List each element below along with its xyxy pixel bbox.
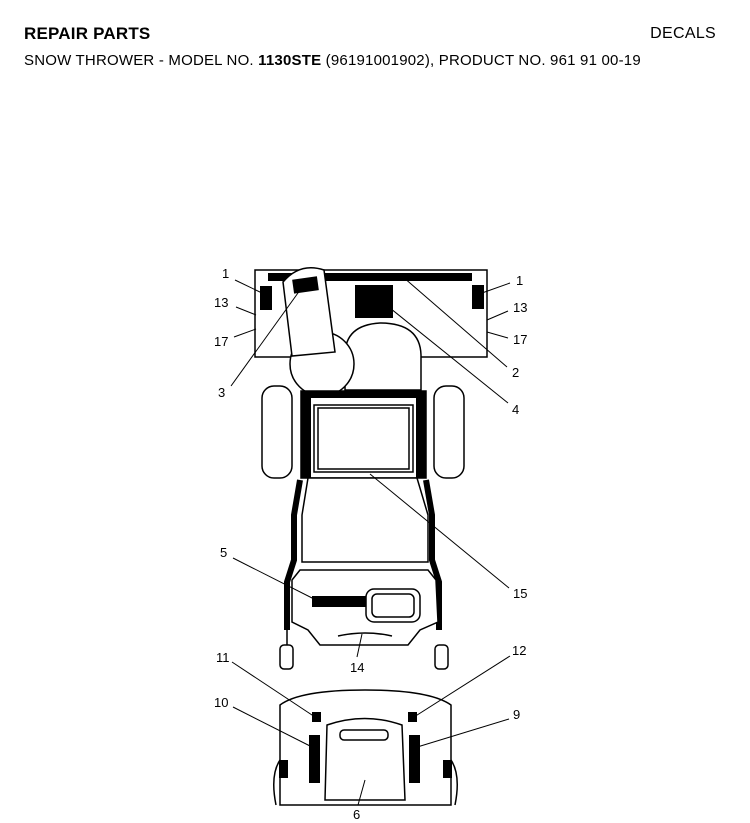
- control-box-inner: [371, 593, 415, 618]
- leader-6: [357, 779, 366, 806]
- leader-17-left: [233, 328, 257, 338]
- leader-13-left: [235, 306, 257, 316]
- category-title: DECALS: [650, 25, 716, 42]
- subtitle-suffix: (96191001902), PRODUCT NO. 961 91 00-19: [321, 52, 641, 69]
- handle-rail-right: [423, 479, 442, 630]
- decal-15-inner: [317, 407, 410, 470]
- callout-1-right: 1: [516, 273, 523, 288]
- leader-1-right: [481, 282, 511, 294]
- decal-14-curve: [337, 632, 393, 637]
- decal-12: [408, 712, 417, 722]
- leader-4: [379, 299, 509, 404]
- callout-14: 14: [350, 660, 364, 675]
- handle-rail-left: [284, 479, 303, 630]
- decal-1-left: [260, 286, 272, 310]
- leader-13-right: [486, 310, 509, 321]
- decal-1-right: [472, 285, 484, 309]
- leader-5: [232, 557, 319, 602]
- model-number: 1130STE: [258, 52, 322, 69]
- leader-15: [369, 473, 510, 589]
- body-lower: [301, 477, 429, 563]
- decal-4: [355, 285, 393, 318]
- front-handle: [339, 729, 389, 741]
- callout-2: 2: [512, 365, 519, 380]
- callout-11: 11: [216, 650, 230, 665]
- frame-top-band: [301, 391, 426, 398]
- leader-17-right: [486, 331, 509, 339]
- callout-12: 12: [512, 643, 526, 658]
- leader-10: [232, 706, 315, 749]
- leader-9: [413, 718, 510, 749]
- callout-13-left: 13: [214, 295, 228, 310]
- grip-right: [434, 644, 449, 670]
- callout-9: 9: [513, 707, 520, 722]
- leader-12: [413, 655, 511, 718]
- decal-5: [312, 596, 366, 607]
- callout-13-right: 13: [513, 300, 527, 315]
- callout-17-left: 17: [214, 334, 228, 349]
- section-title: REPAIR PARTS: [24, 24, 151, 43]
- callout-3: 3: [218, 385, 225, 400]
- front-skid-right: [450, 759, 458, 806]
- front-band-left: [279, 760, 288, 778]
- front-skid-left: [273, 759, 281, 806]
- model-subtitle: SNOW THROWER - MODEL NO. 1130STE (961910…: [24, 52, 641, 69]
- decal-11: [312, 712, 321, 722]
- callout-15: 15: [513, 586, 527, 601]
- grip-left: [279, 644, 294, 670]
- leader-3: [230, 285, 304, 387]
- engine-cover: [344, 322, 422, 391]
- decal-9: [409, 735, 420, 783]
- leader-1-left: [234, 279, 263, 294]
- callout-5: 5: [220, 545, 227, 560]
- callout-6: 6: [353, 807, 360, 822]
- front-band-right: [443, 760, 452, 778]
- frame-right-band: [416, 398, 426, 478]
- leader-11: [231, 661, 316, 718]
- decal-2-strip: [268, 273, 472, 281]
- callout-4: 4: [512, 402, 519, 417]
- leader-14: [356, 633, 363, 658]
- decal-15-panel: [313, 404, 414, 473]
- callout-10: 10: [214, 695, 228, 710]
- callout-17-right: 17: [513, 332, 527, 347]
- decal-10: [309, 735, 320, 783]
- decal-3: [292, 276, 319, 294]
- leader-2: [402, 276, 508, 368]
- frame-left-band: [301, 398, 311, 478]
- wheel-right: [433, 385, 465, 479]
- subtitle-prefix: SNOW THROWER - MODEL NO.: [24, 52, 259, 69]
- wheel-left: [261, 385, 293, 479]
- control-box: [365, 588, 421, 623]
- callout-1-left: 1: [222, 266, 229, 281]
- front-center-panel: [324, 717, 406, 801]
